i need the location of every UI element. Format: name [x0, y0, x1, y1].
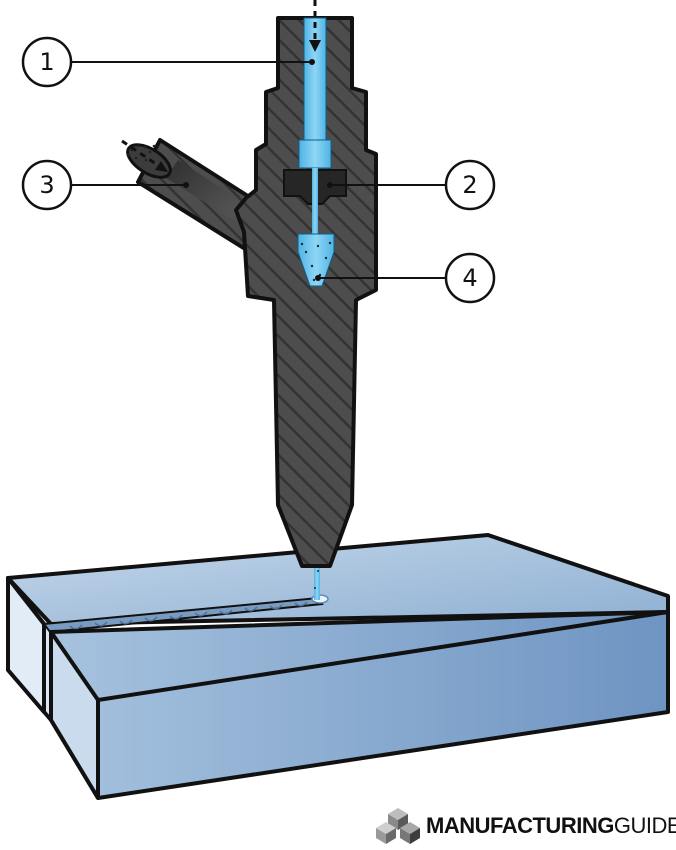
workpiece-front-left — [49, 630, 100, 800]
callouts: 1 2 3 4 — [21, 36, 496, 304]
callout-circle — [21, 36, 73, 88]
callout-mixing-chamber: 4 — [315, 252, 496, 304]
callout-leader-dot — [327, 182, 333, 188]
mixing-chamber-cavity — [297, 233, 335, 287]
callout-number: 2 — [462, 171, 477, 199]
brand: MANUFACTURINGGUIDE — [376, 806, 676, 846]
manufacturing-guide-logo-icon — [376, 808, 420, 844]
callout-number: 4 — [462, 264, 477, 292]
cutting-head — [126, 16, 378, 568]
abrasive-particles — [126, 144, 156, 162]
brand-name: MANUFACTURINGGUIDE — [426, 813, 676, 839]
callout-leader-dot — [183, 182, 189, 188]
callout-orifice: 2 — [327, 159, 496, 211]
callout-leader-dot — [315, 275, 321, 281]
callout-circle — [21, 159, 73, 211]
workpiece-left-slab — [6, 576, 46, 714]
brand-name-light: GUIDE — [613, 813, 676, 838]
water-inlet-arrow-icon — [309, 0, 321, 52]
callout-circle — [444, 159, 496, 211]
kerf-striations — [69, 601, 308, 630]
callout-number: 3 — [39, 171, 54, 199]
callout-water-inlet: 1 — [21, 36, 315, 88]
workpiece-front-face — [49, 610, 670, 800]
callout-abrasive-inlet: 3 — [21, 159, 189, 211]
workpiece — [6, 533, 670, 800]
kerf-groove — [42, 596, 324, 634]
abrasive-inlet-arrow-icon — [121, 139, 168, 172]
callout-circle — [444, 252, 496, 304]
callout-number: 1 — [39, 48, 54, 76]
nozzle-housing — [234, 16, 378, 568]
callout-leader-dot — [309, 59, 315, 65]
brand-name-strong: MANUFACTURING — [426, 813, 614, 838]
